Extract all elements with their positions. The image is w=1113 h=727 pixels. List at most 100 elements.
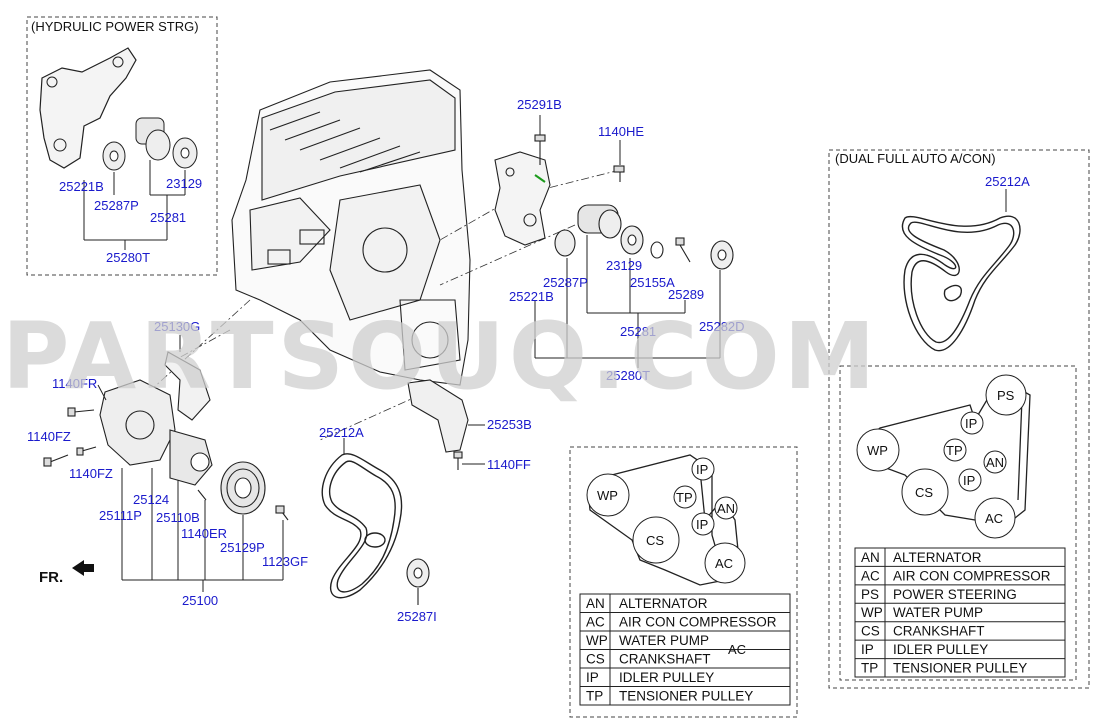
pulley-ip-mid-2: IP [691,512,715,536]
pulley-cs-mid: CS [632,516,680,564]
part-label-25287P-a[interactable]: 25287P [94,198,139,213]
part-label-25212A-a[interactable]: 25212A [319,425,364,440]
pulley-ip-right-1: IP [960,411,984,435]
svg-text:IP: IP [965,416,977,431]
hydraulic-box-title: (HYDRULIC POWER STRG) [31,19,199,34]
svg-text:CS: CS [915,485,933,500]
legend-code: IP [586,670,599,685]
legend-name: CRANKSHAFT [619,652,711,667]
part-label-25282D[interactable]: 25282D [699,319,745,334]
part-label-25130G[interactable]: 25130G [154,319,200,334]
part-label-25221B-a[interactable]: 25221B [59,179,104,194]
part-label-1123GF[interactable]: 1123GF [262,554,308,569]
part-label-25280T-a[interactable]: 25280T [106,250,150,265]
part-label-23129-a[interactable]: 23129 [166,176,202,191]
part-label-25129P[interactable]: 25129P [220,540,265,555]
pulley-ip-mid-1: IP [691,457,715,481]
svg-text:AC: AC [715,556,733,571]
bracket-drawing [39,47,137,169]
legend-name: AIR CON COMPRESSOR [893,568,1051,583]
part-label-1140FR[interactable]: 1140FR [52,376,97,391]
part-label-1140ER[interactable]: 1140ER [181,526,227,541]
svg-text:PS: PS [997,388,1015,403]
legend-code: WP [586,633,608,648]
front-direction-marker: FR. [39,560,94,586]
svg-text:TP: TP [946,443,963,458]
part-label-1140FF[interactable]: 1140FF [487,457,531,472]
pulley-tp-right: TP [943,438,967,462]
legend-name: IDLER PULLEY [893,642,988,657]
dual-ac-box: (DUAL FULL AUTO A/CON) 25212A [828,149,1090,689]
svg-text:IP: IP [963,473,975,488]
front-label: FR. [39,569,63,586]
part-label-25221B-b[interactable]: 25221B [509,289,554,304]
pulley-wp-right: WP [856,428,900,472]
svg-text:AN: AN [717,501,735,516]
part-label-25253B[interactable]: 25253B [487,417,532,432]
part-label-25289[interactable]: 25289 [668,287,704,302]
pulley-ps-right: PS [985,374,1027,416]
legend-code: AN [586,596,605,611]
front-arrow-icon [72,560,94,576]
svg-text:WP: WP [597,488,618,503]
pulley-tp-mid: TP [673,485,697,509]
drive-belt-right-drawing [901,215,1021,352]
legend-name: POWER STEERING [893,587,1017,602]
legend-name: TENSIONER PULLEY [619,689,753,704]
part-label-1140FZ-a[interactable]: 1140FZ [27,429,71,444]
svg-text:IP: IP [696,462,708,477]
pulley-ac-mid: AC [704,542,746,584]
legend-name: TENSIONER PULLEY [893,661,1027,676]
tensioner-drawing [135,117,198,169]
engine-block-drawing [231,69,471,386]
part-label-25287I[interactable]: 25287I [397,609,437,624]
svg-text:CS: CS [646,533,664,548]
part-label-25280T-b[interactable]: 25280T [606,368,650,383]
part-label-1140HE[interactable]: 1140HE [598,124,644,139]
stray-ac-label: AC [728,642,746,657]
water-pump-drawing [43,351,289,521]
legend-code: AC [861,568,880,583]
bracket-25253b-drawing [407,379,485,470]
part-label-25124[interactable]: 25124 [133,492,169,507]
part-label-25281-b[interactable]: 25281 [620,324,656,339]
part-label-1140FZ-b[interactable]: 1140FZ [69,466,113,481]
part-label-25111P[interactable]: 25111P [99,508,142,523]
hydraulic-power-steering-box: (HYDRULIC POWER STRG) 25221B [26,16,218,276]
watermark: PARTSOUQ.COM [2,303,879,410]
part-label-25281-a[interactable]: 25281 [150,210,186,225]
part-label-25110B[interactable]: 25110B [156,510,200,525]
part-label-25100[interactable]: 25100 [182,593,218,608]
middle-legend-table: AN ALTERNATOR AC AIR CON COMPRESSOR WP WATER … [579,593,791,706]
svg-text:IP: IP [696,517,708,532]
legend-name: WATER PUMP [893,605,983,620]
drive-belt-lower-drawing [321,453,403,599]
legend-name: ALTERNATOR [619,596,708,611]
pulley-ip-right-2: IP [958,468,982,492]
legend-code: AC [586,615,605,630]
legend-name: AIR CON COMPRESSOR [619,615,777,630]
legend-code: WP [861,605,883,620]
idler-pulley-drawing [102,141,126,171]
part-label-25155A[interactable]: 25155A [630,275,675,290]
legend-code: TP [586,689,603,704]
part-label-25212A-b[interactable]: 25212A [985,174,1030,189]
middle-routing-box [569,446,798,718]
idler-pulley-25287i-drawing [406,558,430,605]
part-label-23129-b[interactable]: 23129 [606,258,642,273]
pulley-an-mid: AN [714,496,738,520]
middle-routing-pulleys: IP WP TP AN IP CS AC [586,457,746,584]
alternator-bracket-drawing [494,134,734,270]
svg-text:WP: WP [867,443,888,458]
legend-code: CS [586,652,605,667]
pulley-cs-right: CS [901,468,949,516]
svg-text:TP: TP [676,490,693,505]
legend-name: CRANKSHAFT [893,624,985,639]
legend-name: WATER PUMP [619,633,709,648]
part-label-25291B[interactable]: 25291B [517,97,562,112]
part-label-25287P-b[interactable]: 25287P [543,275,588,290]
svg-text:AN: AN [986,455,1004,470]
pulley-wp-mid: WP [586,473,630,517]
